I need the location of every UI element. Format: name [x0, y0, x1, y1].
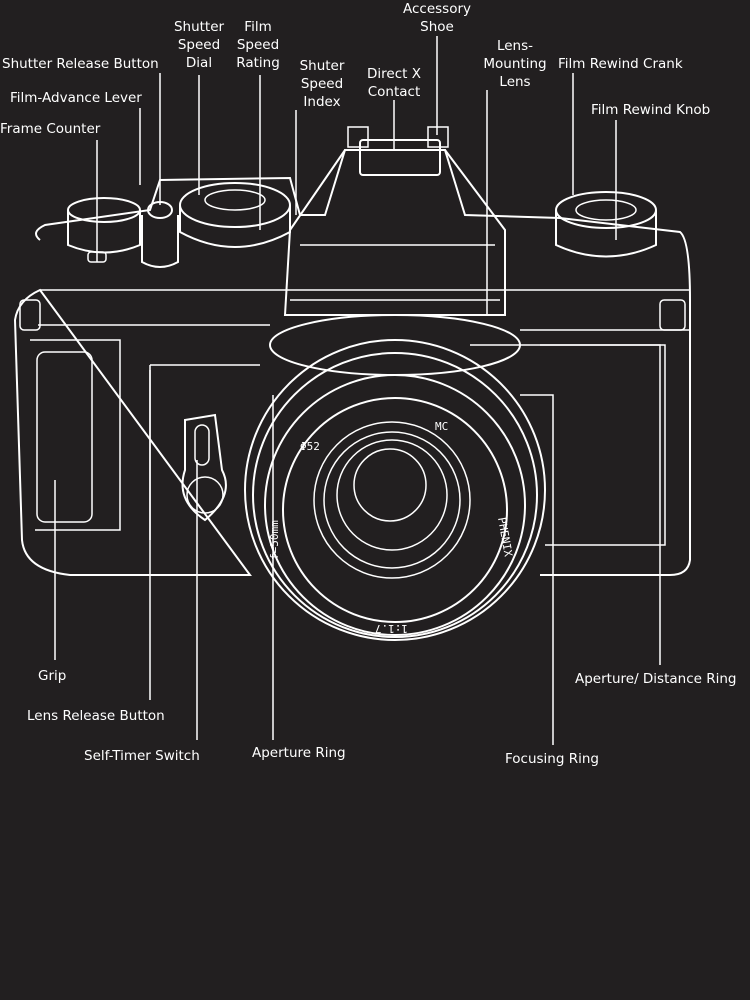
label-film-speed-rating-3: Rating — [236, 55, 280, 71]
label-aperture-ring: Aperture Ring — [252, 745, 346, 761]
label-direct-x-contact: Direct X — [367, 66, 421, 82]
leader-lines — [54, 36, 661, 745]
label-direct-x-contact-2: Contact — [368, 84, 421, 100]
label-shutter-speed-index-2: Speed — [301, 76, 343, 92]
label-lens-mounting: Lens- — [497, 38, 533, 54]
label-film-rewind-knob: Film Rewind Knob — [591, 102, 710, 118]
label-accessory-shoe: Accessory — [403, 1, 471, 17]
camera-body — [13, 149, 691, 576]
label-shutter-release-button: Shutter Release Button — [2, 56, 159, 72]
lens-filter-size: Φ52 — [300, 440, 320, 453]
pentaprism — [283, 126, 506, 316]
label-shutter-speed-dial-3: Dial — [186, 55, 212, 71]
label-focusing-ring: Focusing Ring — [505, 751, 599, 767]
label-aperture-distance-ring: Aperture/ Distance Ring — [575, 671, 737, 687]
label-self-timer-switch: Self-Timer Switch — [84, 748, 200, 764]
label-film-speed-rating-2: Speed — [237, 37, 279, 53]
top-controls — [67, 182, 657, 268]
label-film-advance-lever: Film-Advance Lever — [10, 90, 142, 106]
label-shutter-speed-index-3: Index — [303, 94, 340, 110]
label-shutter-speed-dial-2: Speed — [178, 37, 220, 53]
label-shutter-speed-dial: Shutter — [174, 19, 225, 35]
lens-focal-length: f=50mm — [268, 520, 281, 560]
accessory-shoe — [359, 139, 441, 176]
lens-aperture: 1:1.7 — [375, 622, 408, 635]
label-lens-release-button: Lens Release Button — [27, 708, 165, 724]
lens-coating: MC — [435, 420, 448, 433]
label-lens-mounting-2: Mounting — [483, 56, 546, 72]
label-grip: Grip — [38, 668, 66, 684]
lens: Φ52 MC PHENIX 1:1.7 f=50mm — [244, 314, 546, 641]
label-film-speed-rating: Film — [244, 19, 271, 35]
label-lens-mounting-3: Lens — [499, 74, 530, 90]
self-timer-lever — [181, 413, 227, 522]
label-film-rewind-crank: Film Rewind Crank — [558, 56, 683, 72]
label-frame-counter: Frame Counter — [0, 121, 101, 137]
label-shutter-speed-index: Shuter — [300, 58, 345, 74]
label-accessory-shoe-2: Shoe — [420, 19, 454, 35]
